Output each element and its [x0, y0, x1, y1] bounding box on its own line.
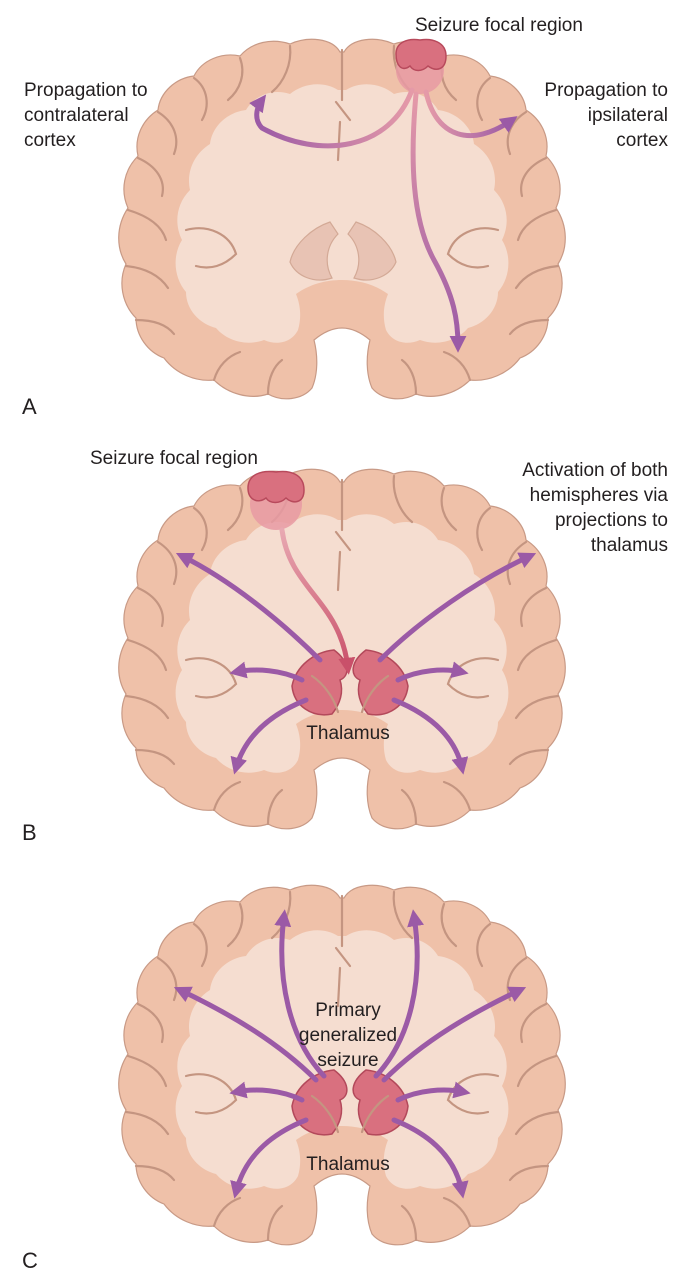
- arrow-thalamus-upper-right-b: [377, 552, 537, 663]
- arrow-upper-right-c: [381, 986, 527, 1083]
- panel-a: Seizure focal region Propagation to cont…: [22, 15, 668, 419]
- panel-letter-a: A: [22, 394, 37, 419]
- arrow-thalamus-low-right-b: [391, 697, 469, 775]
- arrow-thalamus-mid-left-b: [229, 661, 305, 683]
- focal-region-label-b: Seizure focal region: [90, 448, 258, 469]
- panel-letter-c: C: [22, 1248, 38, 1273]
- contralateral-label-line3: cortex: [24, 130, 76, 151]
- generalized-label-line2: generalized: [299, 1025, 397, 1046]
- contralateral-label-line1: Propagation to: [24, 80, 148, 101]
- arrow-thalamus-mid-right-b: [395, 661, 469, 683]
- arrow-low-left-c: [230, 1117, 309, 1199]
- seizure-focus-a: [395, 38, 447, 72]
- panel-c: Primary generalized seizure Thalamus C: [22, 885, 565, 1273]
- seizure-focus-b: [247, 470, 305, 504]
- ipsilateral-label-line3: cortex: [616, 130, 668, 151]
- thalamus-label-c: Thalamus: [306, 1154, 389, 1175]
- contralateral-label-line2: contralateral: [24, 105, 129, 126]
- basal-ganglia-right-a: [347, 221, 397, 281]
- basal-ganglia-left-a: [289, 221, 339, 281]
- arrow-thalamus-upper-left-b: [175, 552, 323, 663]
- arrow-upward-right-c: [373, 909, 424, 1079]
- arrow-upper-left-c: [173, 986, 319, 1083]
- arrow-contralateral-a: [249, 87, 415, 149]
- generalized-label-line1: Primary: [315, 1000, 381, 1021]
- brain-section-a: [119, 39, 566, 398]
- thalamus-fold-left-c: [310, 1094, 340, 1134]
- arrow-mid-right-c: [395, 1081, 471, 1103]
- arrow-ipsilateral-a: [423, 89, 518, 138]
- thalamus-fold-left-b: [310, 674, 340, 714]
- arrow-low-right-c: [391, 1117, 469, 1199]
- panel-letter-b: B: [22, 820, 37, 845]
- thalamus-fold-right-b: [360, 674, 390, 714]
- activation-label-line4: thalamus: [591, 535, 668, 556]
- arrow-upward-left-c: [274, 909, 327, 1079]
- ipsilateral-label-line2: ipsilateral: [588, 105, 668, 126]
- generalized-label-line3: seizure: [317, 1050, 378, 1071]
- arrow-descending-a: [410, 91, 467, 353]
- thalamus-label-b: Thalamus: [306, 723, 389, 744]
- ipsilateral-label-line1: Propagation to: [544, 80, 668, 101]
- thalamus-fold-right-c: [360, 1094, 390, 1134]
- panel-b: Seizure focal region Activation of both …: [22, 448, 668, 845]
- arrow-thalamus-low-left-b: [230, 697, 309, 775]
- activation-label-line1: Activation of both: [522, 460, 668, 481]
- activation-label-line3: projections to: [555, 510, 668, 531]
- focal-region-label-a: Seizure focal region: [415, 15, 583, 36]
- arrow-mid-left-c: [229, 1081, 305, 1103]
- activation-label-line2: hemispheres via: [530, 485, 669, 506]
- arrow-focus-to-thalamus-b: [279, 527, 356, 675]
